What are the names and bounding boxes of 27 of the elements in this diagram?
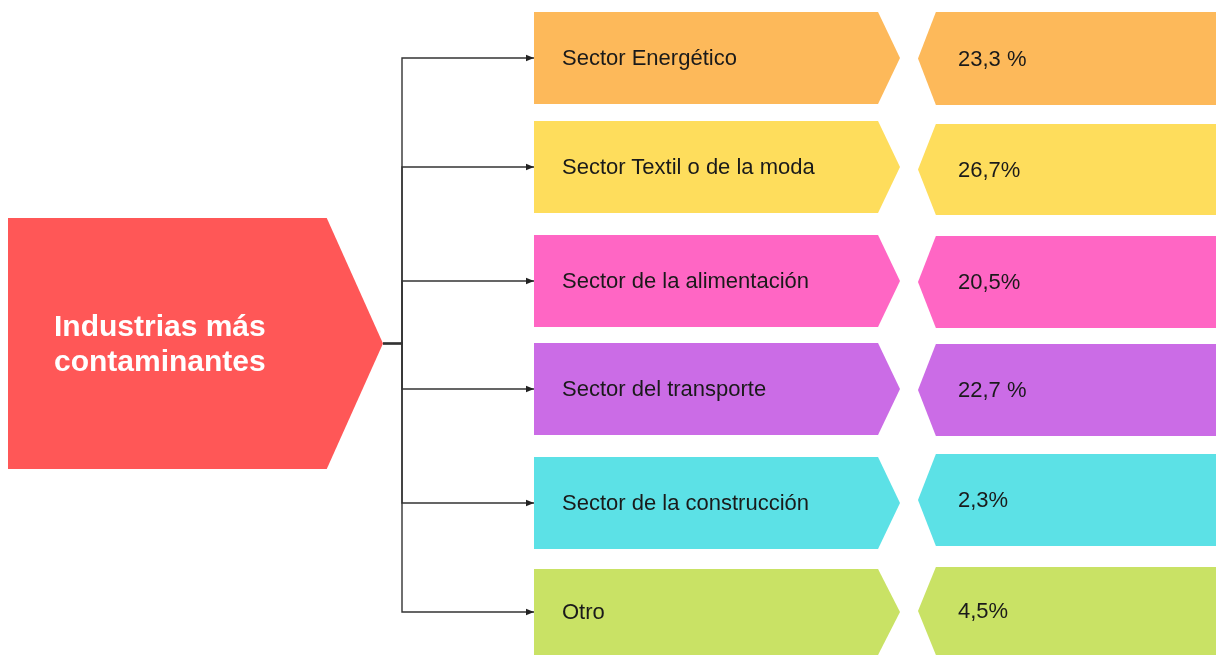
chevron-box xyxy=(8,218,383,469)
notched-box xyxy=(918,344,1216,436)
percentage-value: 26,7% xyxy=(958,156,1021,183)
sector-label: Otro xyxy=(562,599,605,625)
title-text: Industrias más contaminantes xyxy=(54,309,267,378)
sector-label: Sector de la alimentación xyxy=(562,268,810,294)
chevron-box xyxy=(534,12,900,104)
chevron-box xyxy=(534,343,900,435)
notched-box xyxy=(918,12,1216,105)
percentage-value: 23,3 % xyxy=(958,45,1027,72)
chevron-box xyxy=(534,235,900,327)
percentage-value: 2,3% xyxy=(958,487,1009,513)
sector-label: Sector Energético xyxy=(562,45,737,71)
chevron-box xyxy=(534,569,900,655)
notched-box xyxy=(918,567,1216,655)
chevron-box xyxy=(534,121,900,213)
percentage-value: 22,7 % xyxy=(958,377,1027,403)
notched-box xyxy=(918,124,1216,215)
chevron-box xyxy=(534,457,900,549)
connector-arrow xyxy=(382,342,535,616)
percentage-value: 20,5% xyxy=(958,269,1021,295)
sector-label: Sector del transporte xyxy=(562,376,767,402)
notched-box xyxy=(918,236,1216,328)
sector-label: Sector de la construcción xyxy=(562,490,810,516)
sector-label: Sector Textil o de la moda xyxy=(562,154,815,180)
notched-box xyxy=(918,454,1216,546)
percentage-value: 4,5% xyxy=(958,598,1009,624)
